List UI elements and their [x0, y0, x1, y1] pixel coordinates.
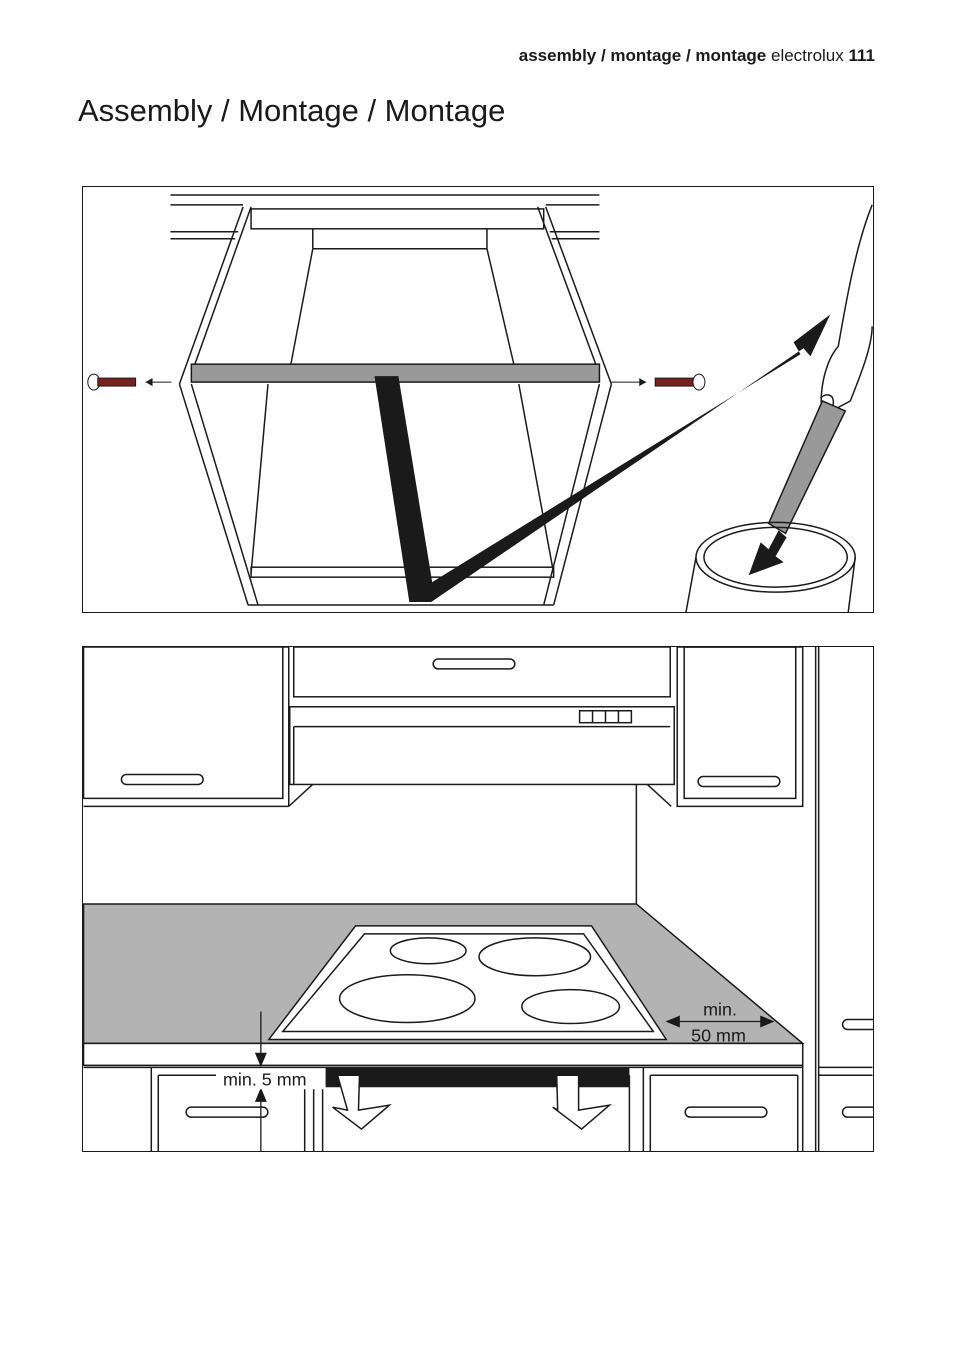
- waste-bin-icon: [685, 521, 856, 612]
- min-side-label-line2: 50 mm: [691, 1025, 746, 1045]
- ventilation-gap: [325, 1067, 630, 1088]
- screw-right-icon: [611, 373, 706, 391]
- worktop-edge: [83, 1042, 804, 1067]
- brand-label: electrolux: [771, 46, 844, 65]
- min-side-label-line1: min.: [703, 1000, 737, 1020]
- gap-dimension: [254, 1011, 267, 1151]
- airflow-arrow-right: [552, 1074, 612, 1131]
- side-dimension: [665, 1015, 775, 1028]
- min-gap-label: min. 5 mm: [223, 1069, 307, 1089]
- figure-installation-clearance: min. 5 mm min. 50 mm: [82, 646, 874, 1152]
- kitchen-illustration: min. 5 mm min. 50 mm: [83, 647, 873, 1151]
- motion-arrow: [374, 314, 831, 603]
- running-head: assembly / montage / montage electrolux …: [519, 46, 875, 66]
- figure-remove-rail: [82, 186, 874, 613]
- cabinet-illustration: [87, 194, 873, 612]
- page-number: 111: [848, 46, 876, 65]
- hand-icon: [819, 204, 873, 418]
- drop-arrow: [748, 530, 787, 576]
- removed-rail: [767, 400, 847, 535]
- page-title: Assembly / Montage / Montage: [78, 93, 506, 128]
- screw-left-icon: [87, 373, 172, 391]
- section-label: assembly / montage / montage: [518, 46, 767, 65]
- airflow-arrow-left: [332, 1074, 392, 1131]
- hob: [267, 925, 668, 1041]
